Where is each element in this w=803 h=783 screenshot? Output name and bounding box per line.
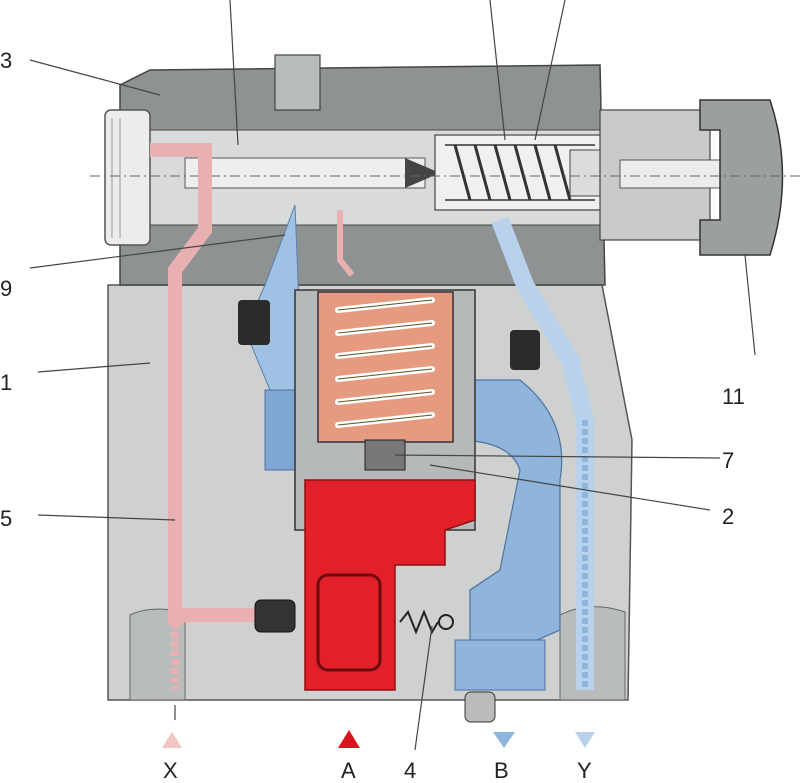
pressure-window	[316, 573, 382, 672]
callout-3: 3	[0, 48, 12, 73]
callout-7: 7	[722, 448, 734, 473]
port-b-label: B	[494, 758, 509, 783]
port-y-marker	[575, 732, 595, 748]
pilot-poppet	[184, 157, 426, 189]
pilot-spring	[445, 144, 595, 201]
port-y-label: Y	[577, 758, 592, 783]
check-spring	[399, 609, 439, 635]
port-plug-b	[464, 691, 496, 723]
port-x-marker	[162, 732, 182, 748]
main-spring-outline	[337, 299, 433, 426]
adjustment-knob[interactable]	[699, 99, 784, 256]
left-cap-ring	[111, 118, 121, 238]
tank-plug-right	[510, 330, 540, 370]
port-a-label: A	[341, 758, 356, 783]
callout-9: 9	[0, 276, 12, 301]
check-ball	[438, 614, 454, 630]
callout-4: 4	[404, 758, 416, 783]
callout-2: 2	[722, 504, 734, 529]
top-plug	[274, 54, 321, 111]
orifice-plug	[254, 599, 296, 633]
port-b-passage	[454, 639, 546, 691]
tank-plug-left	[238, 300, 270, 345]
leader-lines	[29, 0, 756, 751]
pilot-channel-spool	[337, 210, 355, 277]
callout-11: 11	[722, 384, 745, 409]
callout-5: 5	[0, 506, 12, 531]
pressure-chamber-a	[304, 479, 476, 691]
left-end-cap	[104, 109, 151, 246]
port-a-marker	[338, 730, 360, 748]
port-b-marker	[493, 732, 515, 748]
pilot-poppet-tip	[405, 158, 440, 188]
port-x-label: X	[163, 758, 178, 783]
callout-1: 1	[0, 370, 12, 395]
